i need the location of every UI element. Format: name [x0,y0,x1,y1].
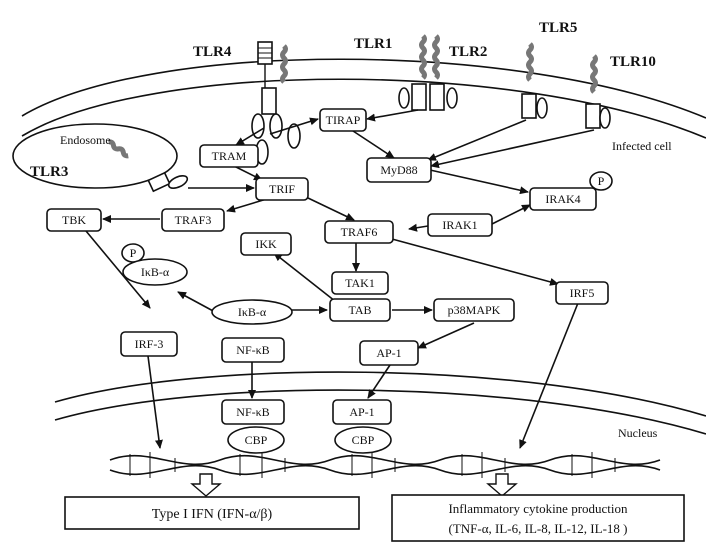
traf6-label: TRAF6 [341,225,378,239]
trif-node: TRIF [255,177,309,201]
tlr4-label: TLR4 [193,44,232,60]
ikb-phospho-label: IκB-α [141,265,170,279]
tlr10-label: TLR10 [610,54,656,70]
dna-helix [109,452,661,478]
tlr1-tlr2-receptor-shape [398,34,458,111]
irak4-label: IRAK4 [545,192,580,206]
ikk-label: IKK [255,237,277,251]
nucleus-label: Nucleus [618,426,658,440]
irf5-label: IRF5 [570,286,595,300]
inflammatory-output: Inflammatory cytokine production (TNF-α,… [391,494,685,542]
nfkb-label: NF-κB [236,343,269,357]
cbp-label-1: CBP [245,433,268,447]
tlr1-label: TLR1 [354,36,392,52]
phospho-ikb-node: P IκB-α [121,243,188,286]
irf5-node: IRF5 [555,281,609,305]
tlr2-label: TLR2 [449,44,487,60]
endosome-label: Endosome [60,133,111,147]
phosphate-label: P [130,246,137,260]
p38mapk-label: p38MAPK [448,303,501,317]
infected-cell-label: Infected cell [612,139,672,153]
ikb-node: IκB-α [211,299,293,325]
hollow-arrow-left [190,473,222,497]
ap1-node: AP-1 [359,340,419,366]
irak4-node: IRAK4 P [529,171,613,211]
cbp-node-1: CBP [227,426,285,454]
trif-label: TRIF [269,182,295,196]
tram-node: TRAM [199,144,259,168]
tlr3-label: TLR3 [30,164,68,180]
ap1-nuclear-node: AP-1 [332,399,392,425]
tak1-node: TAK1 [331,271,389,295]
nuclear-membrane [54,371,706,435]
traf3-node: TRAF3 [161,208,225,232]
nfkb-nuclear-node: NF-κB [221,399,285,425]
tbk-node: TBK [46,208,102,232]
cbp-node-2: CBP [334,426,392,454]
tirap-label: TIRAP [326,113,361,127]
tak1-label: TAK1 [345,276,375,290]
cell-membrane [21,58,706,139]
tirap-node: TIRAP [319,108,367,132]
type1-ifn-output: Type I IFN (IFN-α/β) [64,496,360,530]
cbp-label-2: CBP [352,433,375,447]
myd88-label: MyD88 [380,163,417,177]
irf3-node: IRF-3 [120,331,178,357]
ap1-label: AP-1 [376,346,401,360]
irf3-label: IRF-3 [135,337,164,351]
irak4-phosphate [589,171,613,191]
tbk-label: TBK [62,213,86,227]
hollow-arrow-right [486,473,518,497]
type1-ifn-label: Type I IFN (IFN-α/β) [152,507,273,522]
irak1-node: IRAK1 [427,213,493,237]
irak4-phosphate-label: P [598,174,605,188]
ap1-nuclear-label: AP-1 [349,405,374,419]
irak1-label: IRAK1 [442,218,477,232]
nfkb-node: NF-κB [221,337,285,363]
ikb-label: IκB-α [238,305,267,319]
endosome [12,123,189,193]
ikk-node: IKK [240,232,292,256]
tlr5-label: TLR5 [539,20,577,36]
p38mapk-node: p38MAPK [433,298,515,322]
tab-node: TAB [329,298,391,322]
traf6-node: TRAF6 [324,220,394,244]
inflammatory-line2: (TNF-α, IL-6, IL-8, IL-12, IL-18 ) [448,521,627,536]
myd88-node: MyD88 [366,157,432,183]
tlr10-receptor-shape [585,54,611,129]
inflammatory-line1: Inflammatory cytokine production [448,501,628,516]
traf3-label: TRAF3 [175,213,212,227]
nfkb-nuclear-label: NF-κB [236,405,269,419]
tlr5-receptor-shape [521,42,548,119]
tram-label: TRAM [212,149,247,163]
tab-label: TAB [348,303,371,317]
